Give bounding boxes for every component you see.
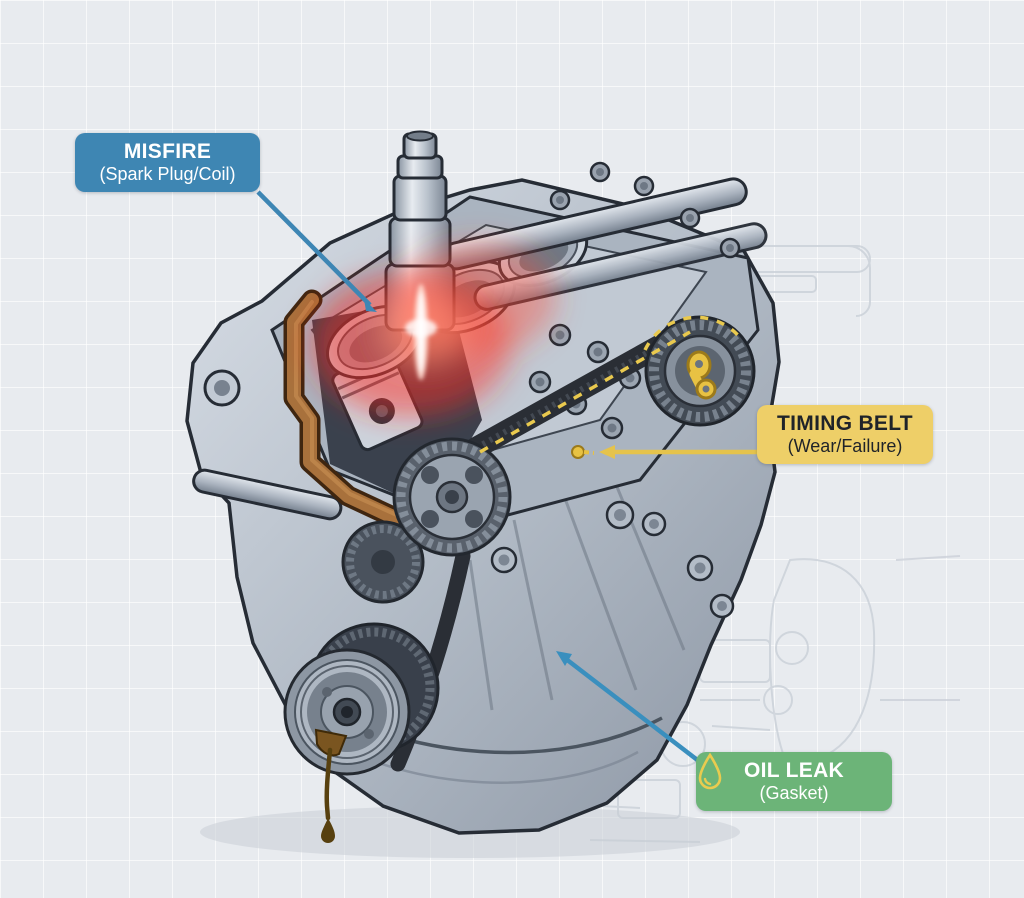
timing-belt-subtitle: (Wear/Failure): [787, 435, 903, 456]
idler-gear: [341, 520, 425, 604]
crank-pulley: [283, 648, 411, 776]
cover-bolts: [549, 161, 741, 259]
misfire-subtitle: (Spark Plug/Coil): [99, 163, 236, 184]
misfire-glow: [310, 242, 556, 417]
oil-leak-subtitle: (Gasket): [759, 782, 829, 803]
camshaft-sprocket: [644, 315, 756, 427]
misfire-callout: MISFIRE (Spark Plug/Coil): [75, 133, 260, 192]
timing-belt-leader-line: [599, 445, 757, 459]
block-bosses: [490, 500, 735, 619]
sprocket-key-mark: [686, 350, 717, 400]
timing-mark-dashes: [479, 315, 744, 454]
timing-drive: [341, 315, 756, 772]
oil-leak-leader-line: [556, 651, 702, 764]
oil-leak-title: OIL LEAK: [743, 759, 845, 782]
leader-lines: [256, 190, 757, 764]
timing-belt-title: TIMING BELT: [777, 412, 913, 435]
spark-flash: [405, 284, 437, 380]
timing-belt-callout: TIMING BELT (Wear/Failure): [757, 405, 933, 464]
block-ribs: [468, 464, 686, 711]
cam-gear: [392, 437, 512, 557]
misfire-leader-line: [256, 190, 377, 312]
belt-fault-marker: [571, 445, 595, 459]
left-shaft: [192, 468, 343, 521]
oil-leak-callout: OIL LEAK (Gasket): [696, 752, 892, 811]
oil-drop-icon: [698, 752, 722, 790]
crank-pulley-assembly: [283, 622, 440, 843]
oil-drip: [314, 728, 348, 843]
misfire-title: MISFIRE: [123, 140, 212, 163]
